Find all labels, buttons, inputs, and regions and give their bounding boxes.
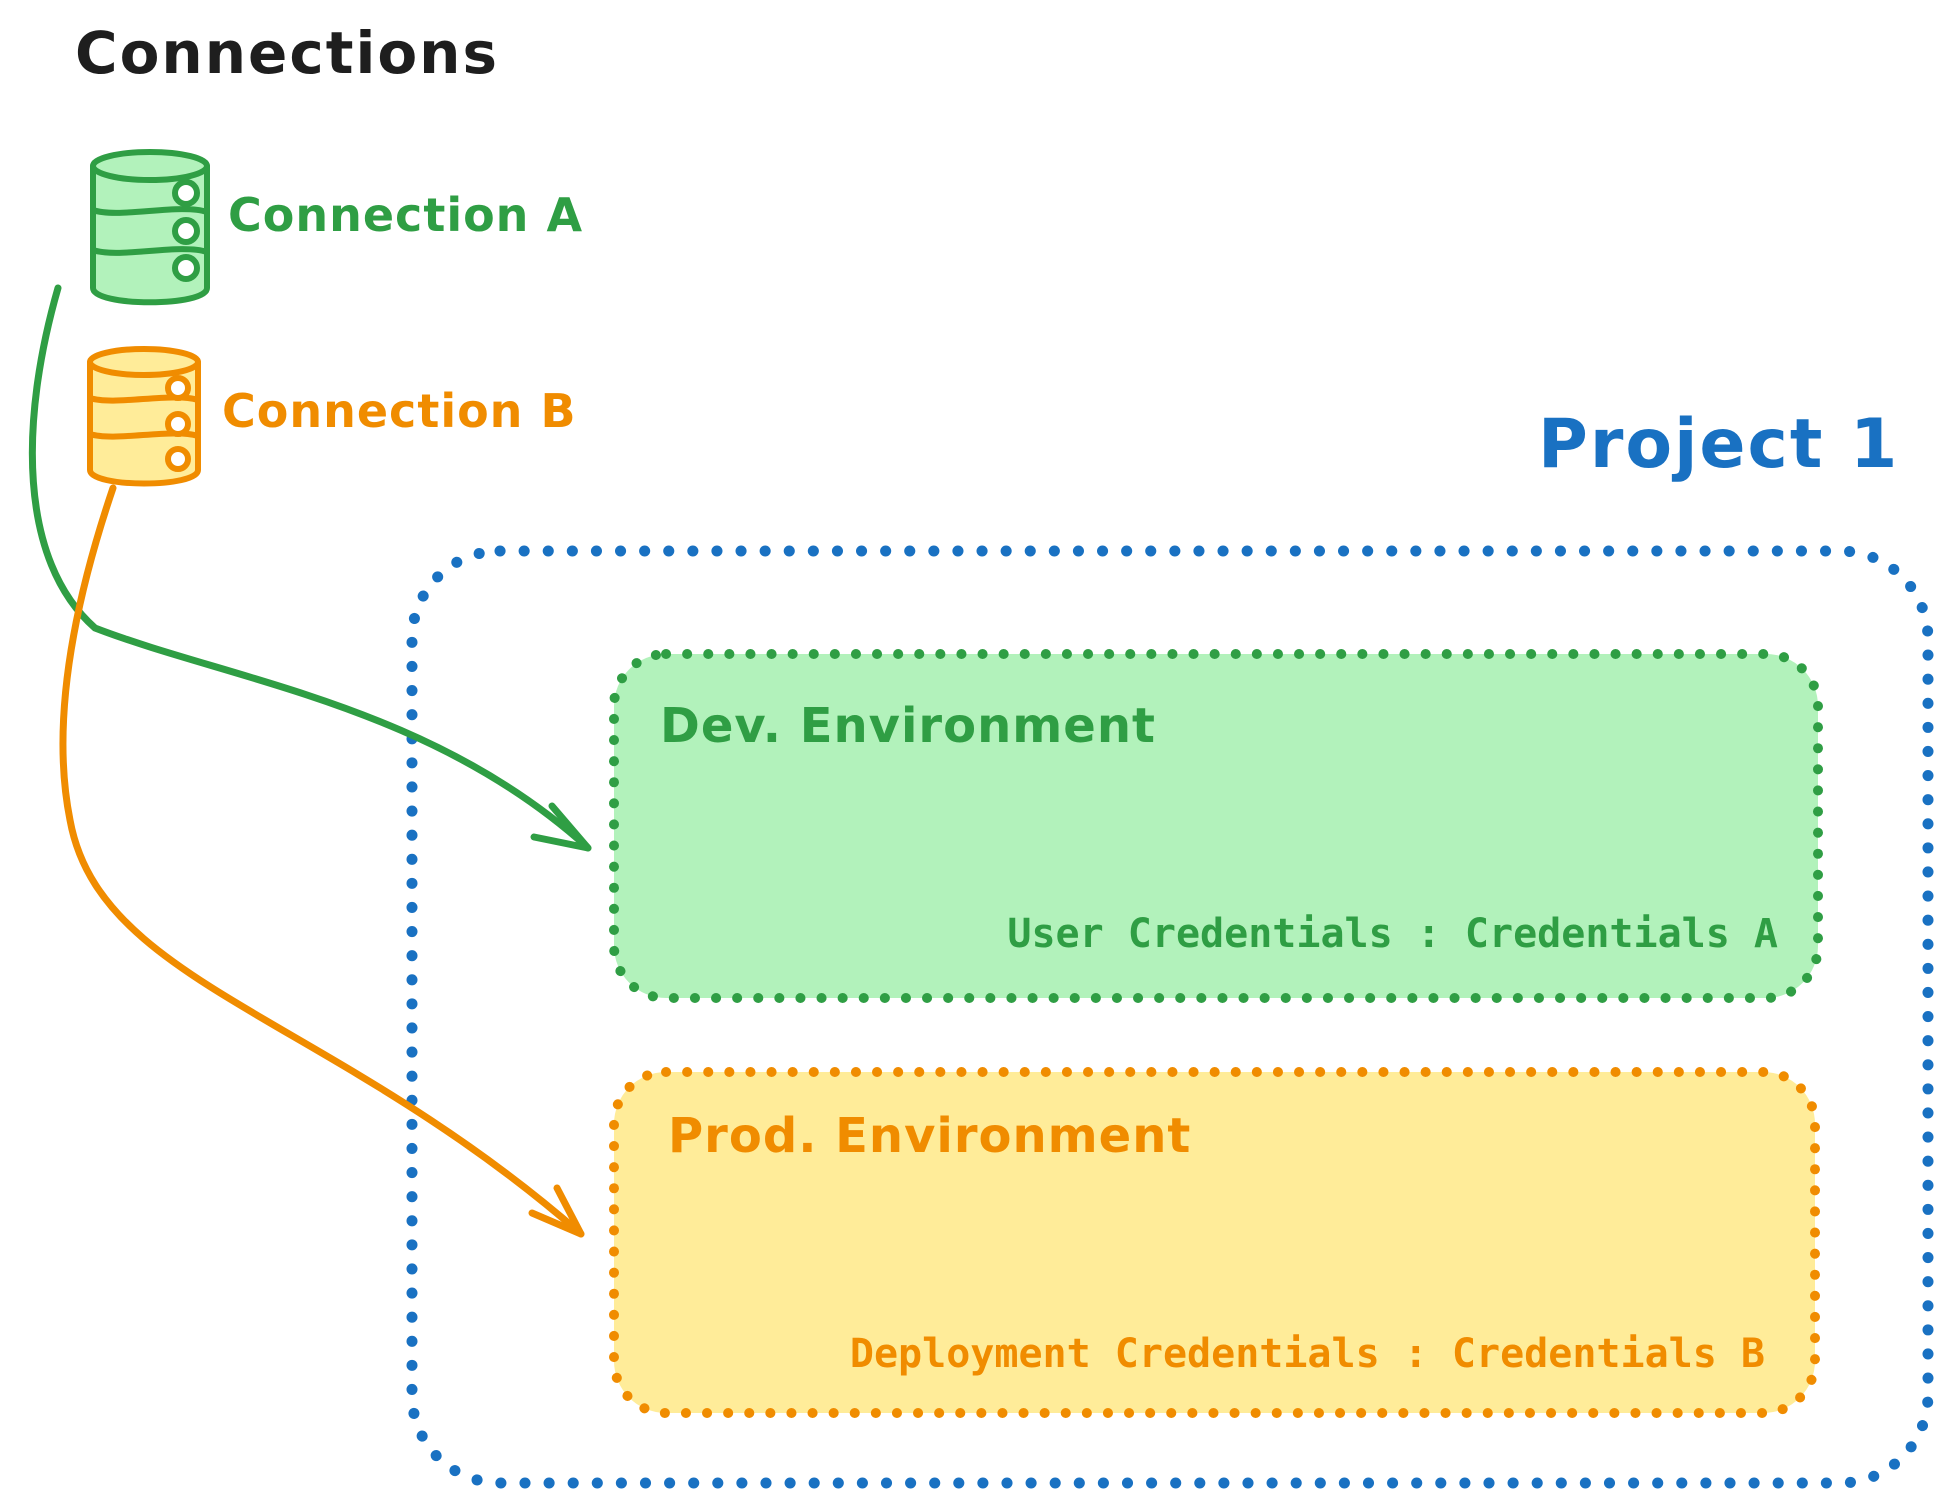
prod-environment-label: Prod. Environment <box>668 1108 1192 1164</box>
database-icon-connection-a <box>90 149 210 306</box>
prod-environment-credentials: Deployment Credentials : Credentials B <box>849 1331 1765 1377</box>
project-box <box>406 545 1934 1489</box>
dev-environment-credentials: User Credentials : Credentials A <box>1007 911 1778 957</box>
green-arrow <box>28 284 592 852</box>
orange-arrow <box>59 484 585 1238</box>
project-title: Project 1 <box>1538 405 1900 484</box>
database-icon-connection-b <box>87 346 201 487</box>
dev-environment-box <box>609 649 1823 1003</box>
dev-environment-label: Dev. Environment <box>660 698 1156 754</box>
connection-a-label: Connection A <box>228 188 584 242</box>
prod-environment-box <box>609 1067 1820 1418</box>
connections-title: Connections <box>75 19 499 87</box>
connection-b-label: Connection B <box>222 384 577 438</box>
